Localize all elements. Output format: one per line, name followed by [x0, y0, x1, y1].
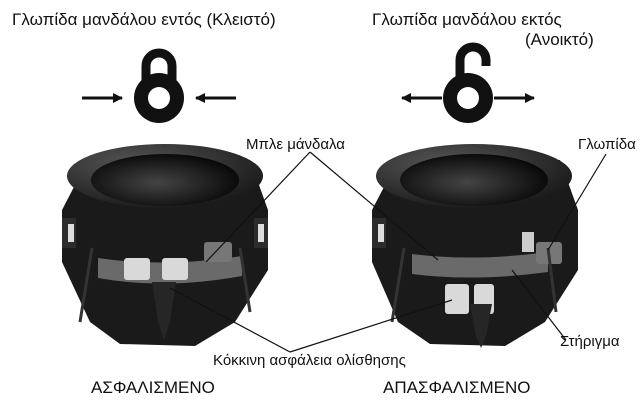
leader-bracket — [511, 269, 567, 341]
left-state-label: ΑΣΦΑΛΙΣΜΕΝΟ — [91, 378, 215, 397]
leader-latch-right — [309, 151, 439, 261]
lock-closed-icon — [134, 48, 184, 123]
callout-leaders — [169, 151, 607, 353]
lock-open-icon — [443, 42, 493, 123]
callout-blue-latches: Μπλε μάνδαλα — [246, 136, 345, 153]
leader-slide-lock-left — [169, 287, 291, 353]
right-state-label: ΑΠΑΣΦΑΛΙΣΜΕΝΟ — [383, 378, 531, 397]
coupling-unlocked-photo — [372, 144, 578, 348]
callout-red-slide-lock: Κόκκινη ασφάλεια ολίσθησης — [213, 352, 406, 369]
leader-slide-lock-right — [289, 299, 453, 353]
leader-latch-left — [205, 151, 311, 263]
right-title-line2: (Ανοικτό) — [525, 30, 594, 49]
callout-bracket: Στήριγμα — [560, 333, 620, 350]
left-title: Γλωπίδα μανδάλου εντός (Κλειστό) — [12, 10, 276, 29]
right-title-line1: Γλωπίδα μανδάλου εκτός — [372, 10, 562, 29]
coupling-locked-photo — [62, 144, 268, 346]
leader-tab — [547, 153, 607, 251]
callout-tab: Γλωπίδα — [578, 136, 636, 153]
